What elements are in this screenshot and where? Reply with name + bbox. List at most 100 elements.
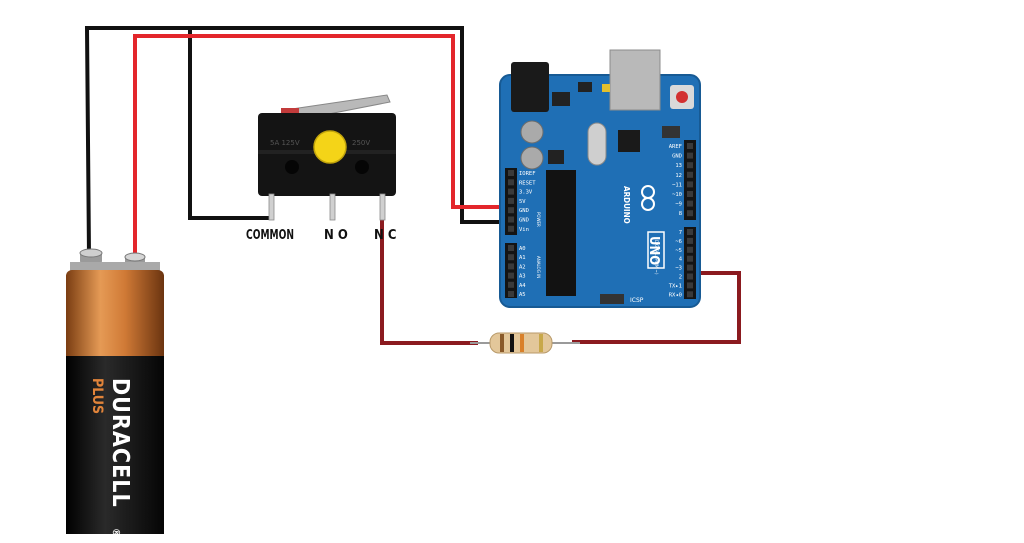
atmega-chip [546,170,576,296]
resistor-band-2 [510,334,514,352]
icsp-header-top [662,126,680,138]
arduino-logo [641,185,655,211]
digital-bottom-pin-hole [687,291,693,298]
label-no: N O [324,228,348,243]
digital-bottom-pin-label: TX▸1 [669,283,682,289]
battery-negative-terminal [79,248,103,264]
power-pin-label: GND [519,218,529,224]
power-pin-hole [508,188,514,195]
power-pin-hole [508,225,514,232]
arduino-uno: ICSP ARDUINO UNO IOREFRESET3.3V5VGNDGNDV… [499,49,701,308]
black-wire-to-arduino-gnd [190,26,505,224]
analog-header-title: ANALOG IN [536,256,541,278]
digital-top-pin-hole [687,162,693,169]
digital-bottom-pin-label: 4 [679,257,683,263]
analog-pin-label: A2 [519,264,526,270]
digital-top-pin-label: 12 [675,173,682,179]
digital-top-pin-hole [687,152,693,159]
maroon-wire-nc-to-resistor [380,218,478,345]
analog-pin-hole [508,254,514,261]
analog-pin-hole [508,263,514,270]
digital-bottom-pin-label: ~3 [675,266,682,272]
power-pin-hole [508,179,514,186]
battery-brand: DURACELL [107,378,133,508]
power-pin-hole [508,197,514,204]
battery-black-body [66,356,164,534]
digital-bottom-pin-label: ~6 [675,239,682,245]
label-common: COMMON [246,228,294,243]
power-jack [511,62,549,112]
power-pin-hole [508,207,514,214]
crystal-oscillator [587,122,607,166]
digital-bottom-pin-hole [687,273,693,280]
maroon-wire-resistor-to-pin2 [572,271,741,344]
micro-switch: 5A 125V 250V COMMON N O N C [246,94,396,243]
digital-top-pin-label: 13 [675,163,682,169]
digital-top-pin-hole [687,171,693,178]
usb-port [609,49,661,111]
power-header-title: POWER [536,212,541,227]
switch-terminal-nc-leg [379,193,386,221]
analog-pin-label: A5 [519,292,526,298]
digital-top-pin-label: AREF [669,144,682,150]
icsp-label: ICSP [630,297,644,304]
analog-header [505,243,517,298]
resistor-band-1 [500,334,504,352]
digital-bottom-pin-label: 7 [679,230,682,236]
digital-bottom-pin-hole [687,264,693,271]
digital-header-bottom [684,227,696,299]
power-pin-hole [508,216,514,223]
power-pin-hole [508,170,514,176]
digital-top-pin-label: 8 [679,211,682,217]
digital-top-pin-hole [687,143,693,149]
analog-pin-label: A4 [519,283,526,289]
power-pin-label: 3.3V [519,190,533,196]
battery-sub-brand: PLUS [89,378,105,414]
digital-top-pin-hole [687,191,693,197]
uno-badge [647,231,665,269]
battery-copper-top [66,270,164,362]
analog-pin-label: A1 [519,255,526,261]
label-nc: N C [374,228,396,243]
arduino-brand: ARDUINO [622,186,631,224]
switch-terminal-no-leg [329,193,336,221]
black-wire-battery-to-common [84,26,270,256]
digital-top-pin-label: ~9 [675,202,682,208]
digital-top-pin-hole [687,200,693,207]
resistor [470,332,580,354]
resistor-band-3 [520,334,524,352]
switch-marking-left: 5A 125V [270,139,300,147]
battery-registered-mark: ® [110,528,121,537]
red-wire-battery-to-5v [133,34,505,255]
switch-terminal-common-leg [268,193,275,221]
digital-bottom-pin-label: RX◂0 [669,292,682,298]
digital-bottom-pin-hole [687,237,693,244]
digital-bottom-pin-hole [687,246,693,253]
arduino-model: UNO [646,236,661,265]
resistor-band-4 [539,334,543,352]
digital-bottom-pin-hole [687,255,693,262]
power-pin-label: Vin [519,227,529,233]
analog-pin-hole [508,245,514,251]
digital-top-pin-hole [687,181,693,188]
digital-bottom-pin-label: 2 [679,275,682,281]
power-pin-label: GND [519,208,529,214]
icsp-header-bottom [600,294,624,304]
power-pin-label: IOREF [519,171,536,177]
wires [84,26,741,345]
switch-actuator-button[interactable] [313,130,347,164]
analog-pin-label: A0 [519,246,526,252]
digital-top-pin-label: ~10 [672,192,682,198]
analog-pin-hole [508,281,514,288]
digital-top-pin-label: GND [672,154,682,160]
power-pin-label: RESET [519,180,536,186]
digital-bottom-pin-hole [687,282,693,289]
battery-9v: DURACELL PLUS ® [66,248,164,537]
analog-pin-hole [508,291,514,297]
digital-bottom-pin-hole [687,229,693,235]
